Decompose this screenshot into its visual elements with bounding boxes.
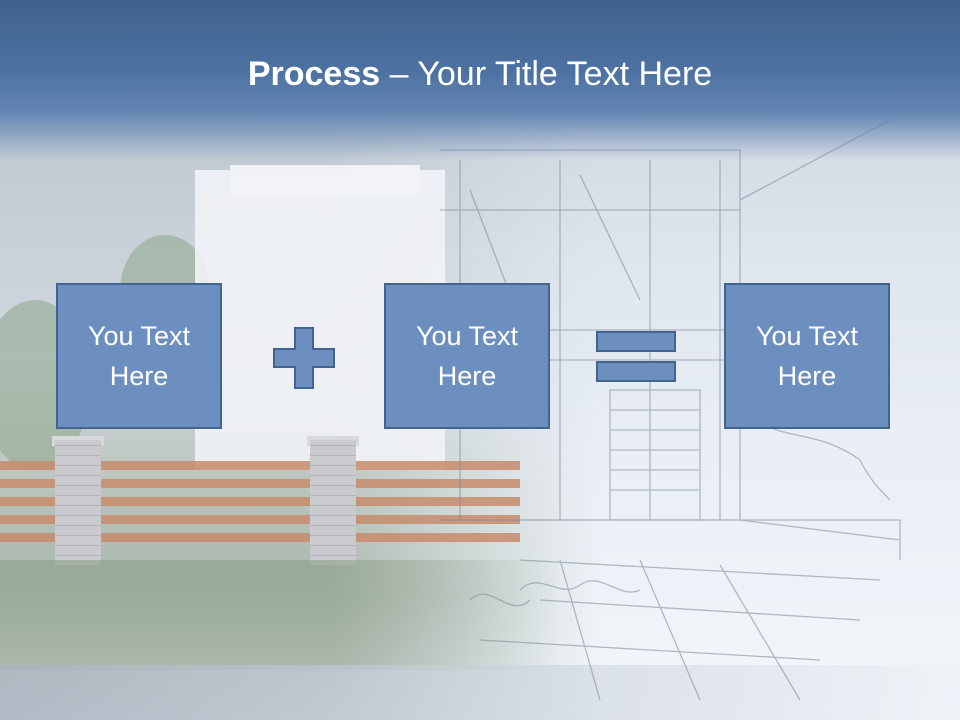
title-band [0, 0, 960, 160]
plus-icon [273, 327, 335, 389]
title-rest: – Your Title Text Here [380, 55, 713, 93]
process-box-3-text: You Text Here [755, 321, 859, 391]
process-box-2[interactable]: You Text Here [384, 283, 550, 429]
title-bold: Process [247, 55, 381, 93]
slide-title: Process – Your Title Text Here [0, 52, 960, 96]
process-box-1-text: You Text Here [87, 321, 191, 391]
process-box-1[interactable]: You Text Here [56, 283, 222, 429]
process-box-3[interactable]: You Text Here [724, 283, 890, 429]
process-box-2-text: You Text Here [415, 321, 519, 391]
equals-icon [596, 331, 676, 382]
